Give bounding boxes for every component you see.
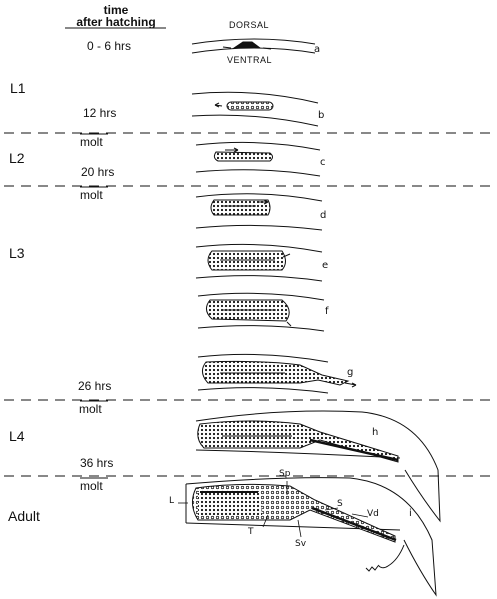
panel-letter-h: h: [372, 427, 378, 438]
panel-letter-a: a: [314, 44, 320, 55]
structure-label-t: T: [248, 527, 254, 537]
molt-label-3: molt: [79, 402, 102, 416]
panel-e: [196, 244, 322, 281]
stage-label-l1: L1: [10, 80, 26, 96]
panel-letter-g: g: [347, 367, 353, 378]
panel-f: [198, 293, 324, 331]
stage-label-l2: L2: [9, 150, 25, 166]
time-label-12: 12 hrs: [83, 106, 116, 120]
panel-letter-i: i: [409, 508, 412, 519]
structure-label-s: S: [337, 499, 343, 509]
panel-i: [186, 478, 436, 595]
dorsal-label: DORSAL: [229, 20, 269, 30]
panel-d: [196, 194, 322, 230]
time-header-line2: after hatching: [70, 16, 162, 28]
molt-label-2: molt: [80, 188, 103, 202]
structure-label-sp: Sp: [279, 469, 290, 479]
panel-a: [192, 39, 315, 53]
panel-b: [192, 92, 318, 126]
panel-letter-c: c: [320, 157, 326, 168]
molt-label-4: molt: [80, 479, 103, 493]
structure-label-l: L: [169, 496, 174, 506]
molt-label-1: molt: [80, 135, 103, 149]
time-label-26: 26 hrs: [78, 379, 111, 393]
stage-label-adult: Adult: [8, 508, 40, 524]
time-header: time after hatching: [70, 4, 162, 28]
stage-label-l3: L3: [9, 245, 25, 261]
panel-c: [196, 142, 320, 176]
panel-letter-b: b: [318, 110, 324, 121]
stage-label-l4: L4: [9, 428, 25, 444]
panel-letter-f: f: [325, 306, 329, 317]
structure-label-sv: Sv: [295, 539, 306, 549]
ventral-label: VENTRAL: [227, 55, 272, 65]
panel-letter-d: d: [320, 210, 326, 221]
time-label-0-6: 0 - 6 hrs: [87, 39, 131, 53]
time-label-20: 20 hrs: [81, 165, 114, 179]
structure-label-vd: Vd: [367, 509, 379, 519]
panel-g: [198, 354, 356, 393]
time-label-36: 36 hrs: [80, 456, 113, 470]
panel-letter-e: e: [322, 260, 328, 271]
